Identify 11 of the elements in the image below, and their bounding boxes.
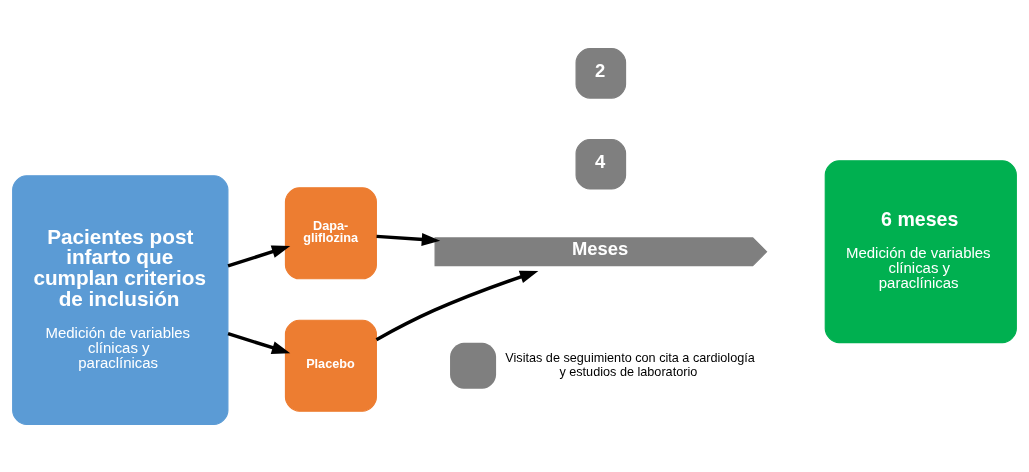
node-box: Pacientes post infarto que cumplan criterios de inclusión Medición de variables clínicas y paraclínicas	[12, 174, 229, 425]
arrow	[376, 232, 441, 246]
node-box: 2	[575, 47, 627, 99]
arrow	[227, 331, 291, 354]
legend-label: Visitas de seguimiento con cita a cardiología y estudios de laboratorio	[505, 350, 755, 379]
node-box: Dapa- gliflozina	[284, 186, 377, 279]
node-box: Placebo	[284, 319, 377, 412]
arrow	[375, 270, 539, 341]
node-box: 4	[575, 138, 627, 190]
arrow	[227, 244, 291, 268]
node-box: 6 meses Medición de variables clínicas y paraclínicas	[824, 159, 1017, 343]
